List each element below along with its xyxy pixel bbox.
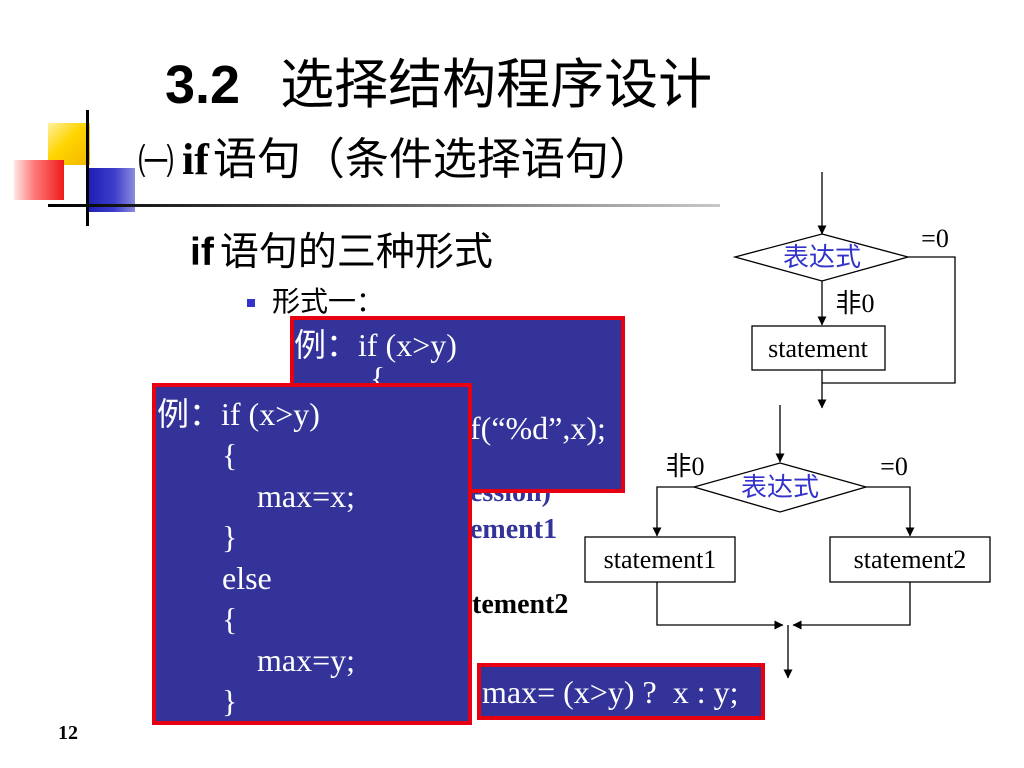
fc1-statement-label: statement xyxy=(768,334,868,363)
title-section-number: 3.2 xyxy=(165,55,241,115)
code-line: else xyxy=(222,560,272,596)
bullet-square-icon xyxy=(247,299,255,307)
code-line: max=y; xyxy=(257,642,356,678)
code-line: max=x; xyxy=(257,478,356,514)
decor-vertical-line xyxy=(86,110,89,226)
bullet-text: 形式一： xyxy=(272,287,385,318)
fc1-condition-diamond xyxy=(732,233,911,282)
fc1-statement-box xyxy=(751,325,886,371)
slide-title: 3.2 选择结构程序设计 xyxy=(165,55,712,115)
flowchart-if: 表达式 =0 非0 statement xyxy=(732,172,956,409)
code-line: max= (x>y) ? x : y; xyxy=(482,674,739,710)
page-number: 12 xyxy=(58,722,78,744)
fc2-zero-branch-arrow xyxy=(866,486,915,537)
fc2-statement1-label: statement1 xyxy=(604,545,717,574)
fc2-statement1-box xyxy=(584,536,736,583)
fc2-nonzero-label: 非0 xyxy=(665,452,704,481)
subtitle-text: 语句（条件选择语句） xyxy=(212,135,653,184)
code-line: 例：if (x>y) xyxy=(157,396,320,432)
fc2-nonzero-branch-arrow xyxy=(652,486,694,537)
heading-text: 语句的三种形式 xyxy=(219,231,493,274)
title-text: 选择结构程序设计 xyxy=(280,55,713,115)
fc1-zero-branch-line xyxy=(822,256,956,384)
fc1-condition-label: 表达式 xyxy=(783,243,861,272)
code-line: 例：if (x>y) xyxy=(294,327,457,363)
code-line: { xyxy=(222,601,238,637)
fc2-merge-right-arrow xyxy=(792,582,911,630)
code-line: } xyxy=(222,519,238,555)
code-line: { xyxy=(222,437,238,473)
heading-keyword: if xyxy=(190,231,214,274)
fc2-statement2-label: statement2 xyxy=(854,545,967,574)
covered-text-statement1: ement1 xyxy=(470,514,558,545)
decor-red-square xyxy=(14,160,64,200)
title-underline xyxy=(48,204,720,207)
covered-text-statement2: tement2 xyxy=(472,589,569,620)
fc1-zero-label: =0 xyxy=(921,224,949,253)
fc2-condition-label: 表达式 xyxy=(741,473,819,502)
fc2-zero-label: =0 xyxy=(880,452,908,481)
fc2-merge-left-arrow xyxy=(656,582,784,630)
code-line: } xyxy=(222,683,238,719)
code-line: f(“%d”,x); xyxy=(470,410,606,446)
subtitle-keyword: if xyxy=(182,135,209,184)
slide-subtitle: ㈠if语句（条件选择语句） xyxy=(138,138,653,184)
fc1-nonzero-label: 非0 xyxy=(835,289,874,318)
flowchart-if-else: 表达式 非0 =0 statement1 statement2 xyxy=(584,405,991,679)
fc2-statement2-box xyxy=(829,536,991,583)
decor-yellow-square xyxy=(48,123,90,165)
code-box-if-else-example: 例：if (x>y) { max=x; } else { max=y; } xyxy=(152,383,472,725)
code-box-conditional-expression: max= (x>y) ? x : y; xyxy=(477,663,765,720)
fc2-condition-diamond xyxy=(691,462,869,513)
subtitle-marker: ㈠ xyxy=(138,142,175,182)
